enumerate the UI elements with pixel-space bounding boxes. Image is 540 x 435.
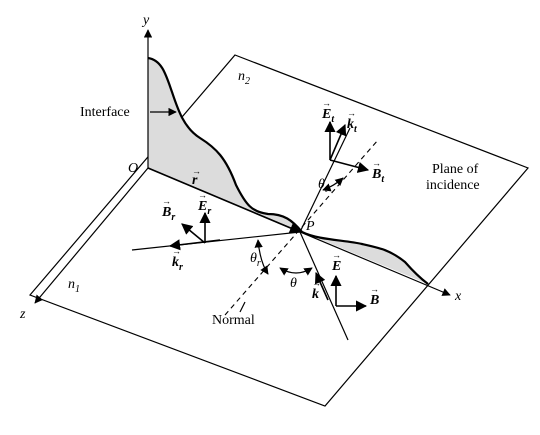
kt-vector: [329, 123, 347, 161]
incident-ray: [299, 231, 349, 341]
Er-accent: →: [198, 190, 207, 200]
kt-label: kt: [347, 117, 358, 135]
plane-label-line2: incidence: [426, 178, 480, 193]
normal-pointer: [239, 301, 246, 313]
origin-label: O: [128, 161, 138, 176]
theta-r-arc: [254, 239, 269, 275]
Br-accent: →: [162, 196, 171, 206]
Br-label: Br: [161, 205, 175, 223]
r-vector-label: r: [192, 173, 198, 188]
Bt-label: Bt: [371, 167, 385, 185]
kt-accent: →: [347, 108, 356, 118]
theta-r-label: θr: [250, 251, 261, 269]
Et-label: Et: [321, 107, 335, 125]
z-axis: [34, 167, 149, 304]
Bi-label: B: [369, 293, 379, 308]
r-vector: [147, 167, 302, 234]
kr-accent: →: [172, 246, 181, 256]
theta-arc: [279, 267, 313, 276]
Bi-accent: →: [370, 284, 379, 294]
n2-label: n2: [238, 69, 250, 87]
point-p-label: P: [305, 219, 315, 234]
plane-of-incidence: [28, 54, 530, 407]
theta-t-arc: [322, 177, 344, 192]
normal-label: Normal: [212, 313, 255, 328]
Et-accent: →: [322, 98, 331, 108]
kr-label: kr: [172, 255, 183, 273]
Er-label: Er: [197, 199, 211, 217]
reflected-ray-arrow: [168, 239, 221, 251]
normal-line: [224, 139, 379, 316]
transmitted-ray: [299, 127, 351, 233]
interface-wave: [148, 58, 428, 284]
Bt-vector: [329, 159, 370, 173]
r-vector-accent: →: [192, 166, 201, 176]
ki-vector: [314, 271, 329, 301]
Ei-accent: →: [332, 250, 341, 260]
ki-label: k: [312, 287, 319, 302]
y-axis-label: y: [141, 13, 150, 28]
x-axis-label: x: [454, 289, 462, 304]
theta-label: θ: [290, 276, 297, 291]
interface-curve: [147, 56, 429, 285]
Br-vector: [181, 223, 206, 244]
ki-accent: →: [312, 278, 321, 288]
interface-label: Interface: [80, 105, 130, 120]
n1-label: n1: [68, 277, 80, 295]
theta-t-label: θt: [318, 177, 328, 195]
plane-label-line1: Plane of: [432, 162, 479, 177]
z-axis-label: z: [19, 307, 26, 322]
Ei-label: E: [331, 259, 341, 274]
Bt-accent: →: [372, 158, 381, 168]
